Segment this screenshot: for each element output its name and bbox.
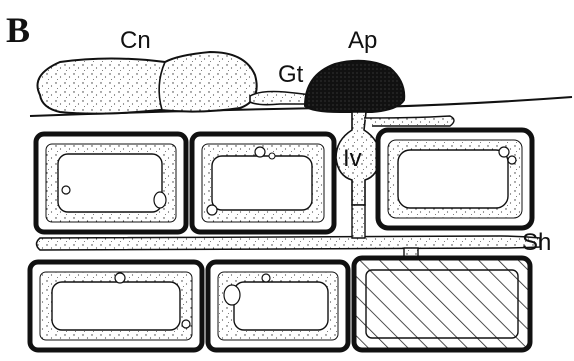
label-gt: Gt <box>278 61 304 88</box>
label-sh: Sh <box>522 229 551 256</box>
label-cn: Cn <box>120 27 151 54</box>
label-iv: Iv <box>343 145 362 172</box>
label-ap: Ap <box>348 27 377 54</box>
panel-letter: B <box>6 10 30 50</box>
host-cell-lower-1 <box>30 262 202 350</box>
appressorium <box>305 61 404 112</box>
host-cell-lower-2 <box>208 262 348 350</box>
host-cell-upper-3 <box>378 130 532 228</box>
host-cell-upper-1 <box>36 134 186 232</box>
conidium <box>38 52 257 114</box>
host-cell-upper-2 <box>192 134 334 232</box>
host-cell-lower-3-hatched <box>354 258 530 350</box>
